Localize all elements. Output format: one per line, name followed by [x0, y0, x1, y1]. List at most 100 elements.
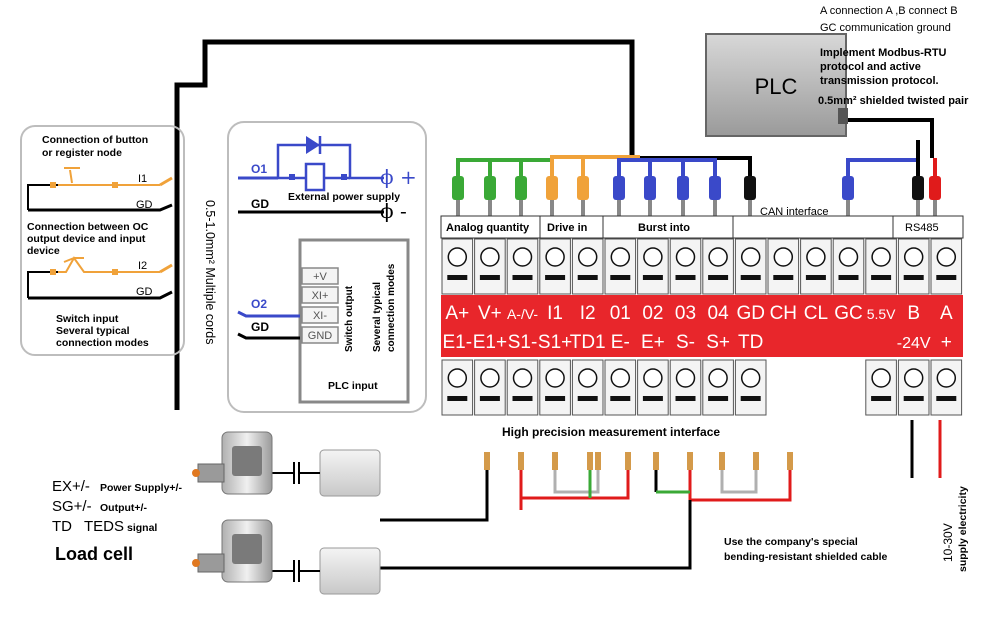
top-terminal-screw: [669, 238, 702, 295]
terminal-labels: A+E1-V+E1+A-/V-S1-I1S1+I2TD101E-02E+03S-…: [443, 303, 953, 353]
terminal-label-bottom: TD: [738, 332, 763, 353]
measurement-label: High precision measurement interface: [502, 425, 720, 439]
bottom-terminal-screw: [571, 359, 604, 416]
ext-supply-label: External power supply: [288, 191, 400, 203]
terminal-block: Analog quantity Drive in Burst into CAN …: [440, 206, 964, 416]
gd-label-2: GD: [136, 286, 153, 298]
o1-label: O1: [251, 162, 267, 176]
bottom-terminal-screw: [539, 359, 571, 416]
switch-input-label: Switch input: [56, 313, 119, 325]
top-terminal-screw: [637, 238, 669, 295]
i2-label: I2: [138, 260, 147, 272]
terminal-label-bottom: +: [941, 332, 952, 353]
typical-label-2: connection modes: [56, 337, 149, 349]
terminal-label-bottom: E-: [611, 332, 630, 353]
terminal-label-top: 04: [708, 303, 730, 324]
bottom-terminal-screw: [441, 359, 474, 416]
button-title-1: Connection of button: [42, 134, 148, 146]
top-screw-row: [441, 238, 963, 295]
plug-orange-1: [546, 176, 558, 216]
legend-td: TD: [52, 518, 72, 535]
plug-blue-5: [842, 176, 854, 216]
left-panel: Connection of button or register node I1…: [20, 125, 185, 356]
bottom-terminal-screw: [734, 359, 767, 416]
bottom-terminal-screw: [930, 359, 963, 416]
load-cell-legend: EX+/- Power Supply+/- SG+/- Output+/- TD…: [52, 478, 182, 564]
cable-note-1: Use the company's special: [724, 536, 858, 548]
load-cell-2: [192, 519, 273, 583]
terminal-label-top: A-/V-: [507, 306, 538, 322]
plug-green-3: [515, 176, 527, 216]
top-terminal-screw: [441, 238, 474, 295]
gd-label-4: GD: [251, 320, 269, 334]
top-terminal-screw: [767, 238, 800, 295]
terminal-label-bottom: E1-: [443, 332, 473, 353]
legend-ex: EX+/-: [52, 478, 90, 495]
middle-panel: O1 ϕ + External power supply GD ϕ - +V X…: [227, 121, 427, 413]
i1-label: I1: [138, 173, 147, 185]
group-burst: Burst into: [638, 222, 690, 234]
terminal-label-bottom: E1+: [473, 332, 507, 353]
bottom-terminal-screw: [865, 359, 897, 416]
plc-term-v: +V: [313, 271, 327, 283]
gd-label-3: GD: [251, 197, 269, 211]
bottom-terminal-screw: [474, 359, 506, 416]
bottom-terminal-screw: [897, 359, 930, 416]
cord-label: 0.5-1.0mm² Multiple cords: [203, 200, 217, 345]
terminal-label-top: GC: [834, 303, 863, 324]
top-terminal-screw: [734, 238, 767, 295]
probe-plugs: [452, 176, 941, 216]
terminal-label-top: GD: [736, 303, 765, 324]
phi-plus: ϕ +: [380, 165, 417, 189]
terminal-label-top: A: [940, 303, 953, 324]
legend-sg: SG+/-: [52, 498, 92, 515]
top-terminal-wires: [456, 118, 937, 178]
sensor-wires-2: [380, 470, 792, 570]
oc-title-1: Connection between OC: [27, 221, 149, 233]
legend-ex-desc: Power Supply+/-: [100, 482, 182, 494]
plug-blue-2: [644, 176, 656, 216]
terminal-strip: [441, 295, 963, 357]
plc-protocol-2: protocol and active: [820, 61, 921, 73]
plc-cable-note: 0.5mm² shielded twisted pair: [818, 95, 969, 107]
plug-orange-2: [577, 176, 589, 216]
connector-2: [270, 547, 381, 595]
bottom-terminal-screw: [506, 359, 539, 416]
button-title-2: or register node: [42, 147, 122, 159]
terminal-label-bottom: S1-: [508, 332, 538, 353]
terminal-label-top: CL: [804, 303, 828, 324]
terminal-label-bottom: TD1: [570, 332, 606, 353]
top-terminal-screw: [930, 238, 963, 295]
group-rs485: RS485: [905, 222, 939, 234]
terminal-label-bottom: S+: [706, 332, 730, 353]
legend-signal: signal: [127, 522, 157, 534]
typical-label-1: Several typical: [56, 325, 130, 337]
o2-label: O2: [251, 297, 267, 311]
connector-1: [270, 449, 381, 497]
terminal-label-top: I2: [580, 303, 596, 324]
legend-sg-desc: Output+/-: [100, 502, 147, 514]
top-terminal-screw: [539, 238, 571, 295]
top-terminal-screw: [604, 238, 637, 295]
plc-note-2: GC communication ground: [820, 22, 951, 34]
plug-blue-4: [709, 176, 721, 216]
plug-green-1: [452, 176, 464, 216]
terminal-label-bottom: E+: [641, 332, 665, 353]
plc-term-xi-minus: XI-: [313, 310, 327, 322]
bottom-screw-row: [441, 359, 963, 416]
top-terminal-screw: [897, 238, 930, 295]
terminal-label-top: 5.5V: [867, 306, 896, 322]
top-terminal-screw: [865, 238, 897, 295]
oc-title-2: output device and input: [27, 233, 146, 245]
plc-term-gnd: GND: [308, 330, 333, 342]
terminal-label-bottom: S-: [676, 332, 695, 353]
gd-label-1: GD: [136, 199, 153, 211]
plc-term-xi-plus: XI+: [312, 290, 329, 302]
bottom-terminal-screw: [637, 359, 669, 416]
switch-output-label: Switch output: [344, 285, 355, 352]
ferrules: [484, 452, 793, 470]
load-cell-1: [192, 431, 273, 495]
group-analog: Analog quantity: [446, 222, 530, 234]
terminal-label-top: A+: [445, 303, 469, 324]
plc-input-label: PLC input: [328, 380, 378, 392]
